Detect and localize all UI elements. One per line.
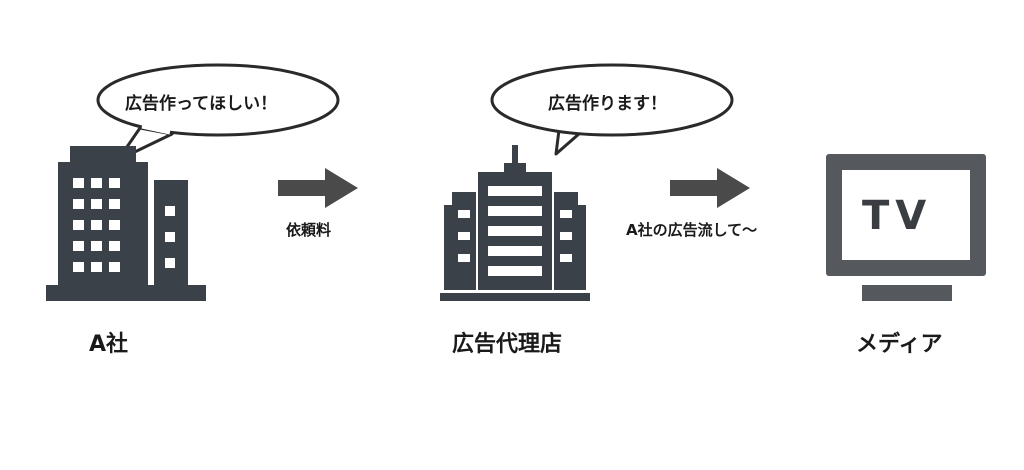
company-speech-text: 広告作ってほしい！ <box>125 94 278 114</box>
arrow-company-to-agency <box>278 168 358 208</box>
arrow-agency-to-media <box>670 168 750 208</box>
broadcast-request-label: A社の広告流して～ <box>626 221 758 239</box>
company-label: A社 <box>89 332 129 357</box>
tv-icon <box>826 154 986 301</box>
tv-screen-text: TV <box>862 193 933 239</box>
company-building-icon <box>46 146 206 301</box>
agency-speech-text: 広告作ります！ <box>548 94 667 114</box>
media-label: メディア <box>856 332 943 357</box>
agency-building-icon <box>440 145 590 301</box>
fee-label: 依頼料 <box>286 221 332 239</box>
speech-bubble-agency <box>490 63 734 156</box>
agency-label: 広告代理店 <box>452 332 563 357</box>
